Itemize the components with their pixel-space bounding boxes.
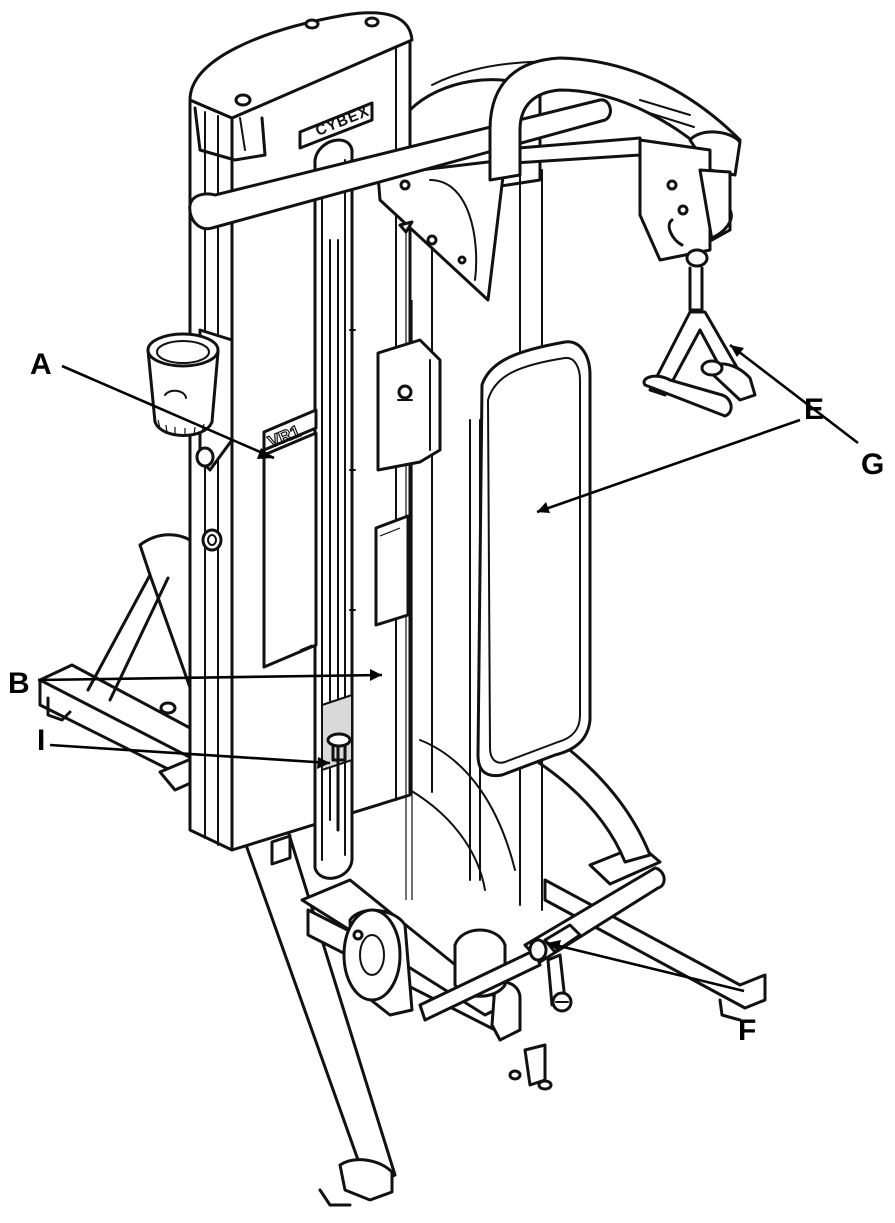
leader-lines — [37, 343, 859, 993]
tricep-handle — [642, 248, 757, 418]
weight-stack-tower: CYBEX VR1 — [188, 11, 414, 880]
callout-e: E — [804, 393, 824, 426]
arrowhead-i — [317, 757, 330, 769]
arrowhead-e — [537, 502, 550, 513]
callout-g: G — [861, 448, 884, 481]
foot-crossbar — [300, 866, 666, 1091]
callout-labels: A B I E F G — [8, 348, 884, 1047]
leader-g — [729, 343, 859, 445]
leader-a — [61, 364, 275, 460]
arrowhead-g — [730, 345, 744, 357]
leader-e — [536, 418, 801, 514]
back-pad — [476, 340, 592, 778]
mid-pulley-carriage — [374, 338, 442, 627]
leader-f — [546, 941, 745, 993]
arrowhead-f — [547, 940, 561, 951]
callout-a: A — [30, 348, 52, 381]
leader-i — [49, 743, 331, 765]
arrowhead-a — [257, 448, 274, 459]
press-arm — [188, 56, 742, 262]
arrowhead-b — [370, 669, 382, 681]
leader-b — [37, 673, 383, 682]
callout-b: B — [8, 667, 30, 700]
callout-f: F — [738, 1014, 756, 1047]
callout-i: I — [37, 724, 45, 757]
